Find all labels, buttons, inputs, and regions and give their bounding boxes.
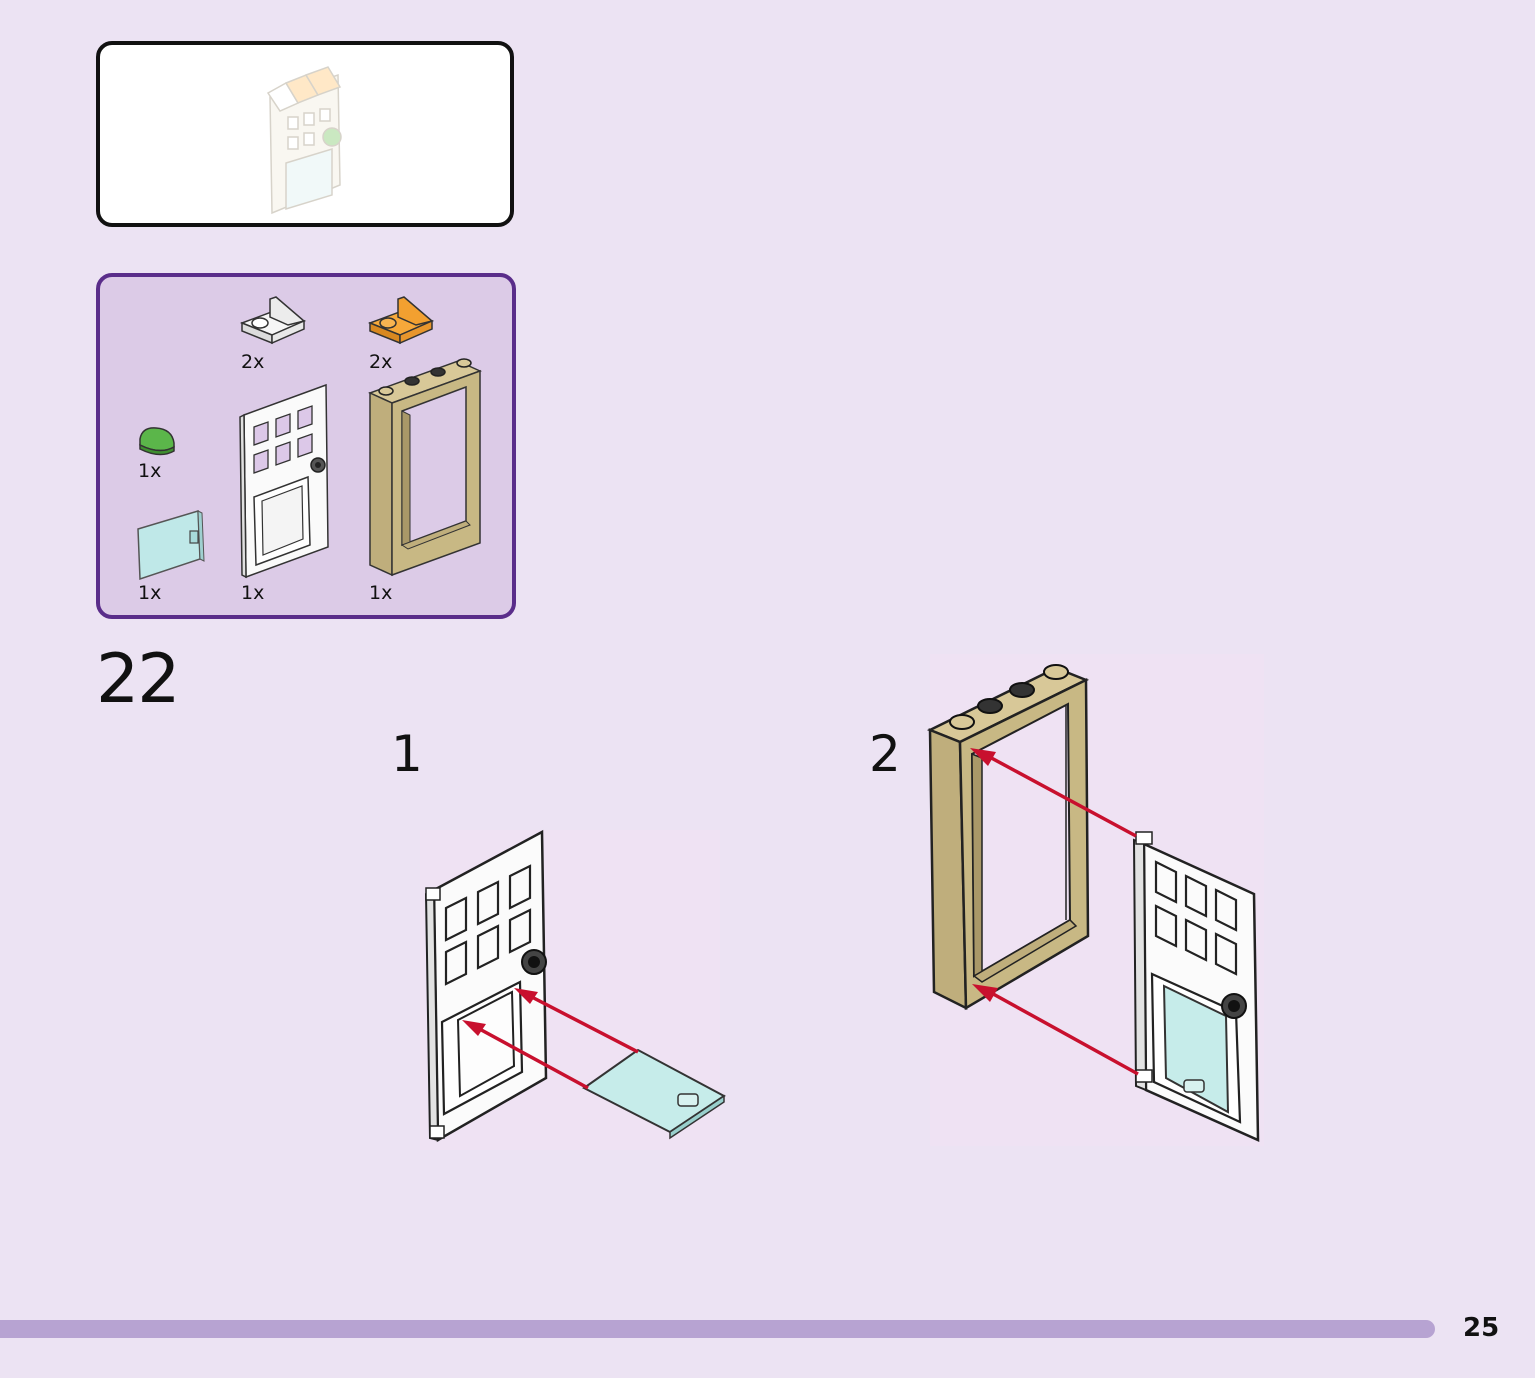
- substep-2-label: 2: [869, 725, 901, 783]
- orange-clip-plate-icon: [367, 296, 435, 345]
- progress-bar: [0, 1320, 1435, 1338]
- glass-pane-qty: 1x: [138, 582, 162, 604]
- substep-2-illustration: [926, 654, 1264, 1146]
- white-door-icon: [239, 383, 329, 579]
- substep-1-illustration: [420, 829, 726, 1150]
- green-round-tile-icon: [139, 427, 175, 456]
- orange-clip-plate-qty: 2x: [369, 351, 393, 373]
- white-door-qty: 1x: [241, 582, 265, 604]
- glass-pane-icon: [137, 510, 205, 581]
- model-preview-image: [266, 66, 342, 215]
- tan-door-frame-icon: [368, 358, 482, 577]
- parts-list-box: 2x 2x 1x 1x: [96, 273, 516, 619]
- substep-1-label: 1: [391, 725, 423, 783]
- tan-door-frame-qty: 1x: [369, 582, 393, 604]
- white-clip-plate-icon: [239, 296, 307, 345]
- step-number: 22: [96, 640, 181, 719]
- page-number: 25: [1463, 1313, 1500, 1343]
- green-round-tile-qty: 1x: [138, 460, 162, 482]
- model-preview-box: [96, 41, 514, 227]
- white-clip-plate-qty: 2x: [241, 351, 265, 373]
